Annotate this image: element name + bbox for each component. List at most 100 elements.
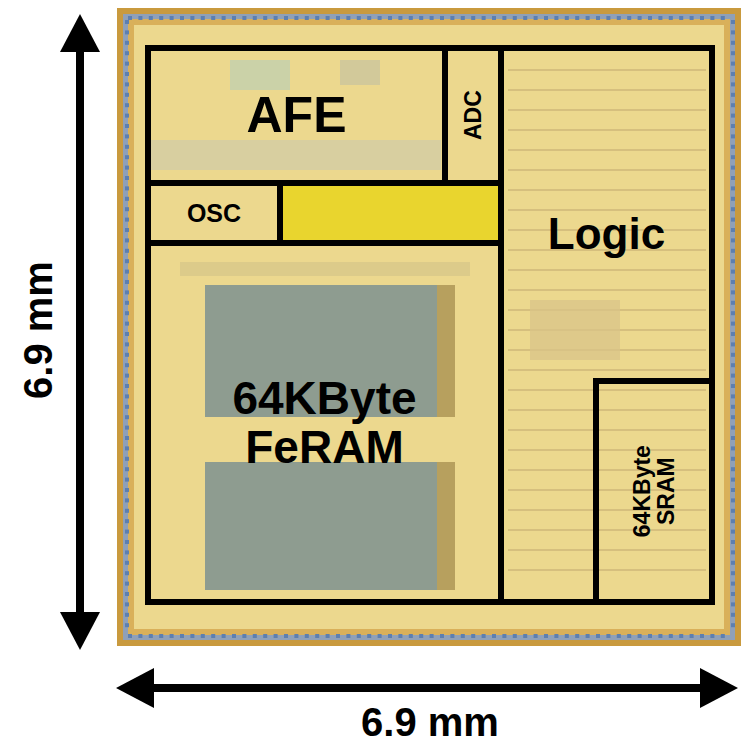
bond-pad [534,16,538,20]
bond-pad [731,488,735,492]
bond-pad [125,384,129,388]
bond-pad [731,509,735,513]
bond-pad [159,634,163,638]
bond-pad [731,197,735,201]
bond-pad [731,290,735,294]
bond-pad [125,623,129,627]
bond-pad [305,16,309,20]
bond-pad [523,16,527,20]
bond-pad [222,634,226,638]
bond-pad [523,634,527,638]
bond-pad [125,82,129,86]
bond-pad [679,16,683,20]
chip-block: OSC [145,180,283,246]
bond-pad [201,16,205,20]
bond-pad [211,16,215,20]
bond-pad [253,16,257,20]
bond-pad [731,134,735,138]
bond-pad [125,457,129,461]
bond-pad [731,519,735,523]
bond-pad [575,16,579,20]
die-core [134,25,724,629]
bond-pad [502,16,506,20]
bond-pad [731,62,735,66]
bond-pad [125,467,129,471]
bond-pad [125,280,129,284]
bond-pad [731,238,735,242]
bond-pad [305,634,309,638]
bond-pad [125,30,129,34]
bond-pad [648,16,652,20]
bond-pad [731,207,735,211]
bond-pad [731,311,735,315]
bond-pad [731,249,735,253]
bond-pad [731,613,735,617]
logic-stripe [508,529,706,531]
logic-texture [530,300,620,360]
bond-pad [440,634,444,638]
bond-pad [125,145,129,149]
bond-pad [125,62,129,66]
bond-pad [125,114,129,118]
bond-pad [138,634,142,638]
bond-pad [731,72,735,76]
bond-pad [731,623,735,627]
bond-pad [731,124,735,128]
block-label: 64KByte FeRAM [190,374,460,471]
bond-pad [125,602,129,606]
bond-pad [450,634,454,638]
bond-pad [346,16,350,20]
bond-pad [125,498,129,502]
afe-texture [151,140,441,170]
bond-pad [125,571,129,575]
block-label: OSC [187,200,241,226]
bond-pad [502,634,506,638]
bond-pad [284,634,288,638]
bond-pad [731,394,735,398]
bond-pad [336,16,340,20]
bond-pad [294,634,298,638]
bond-pad [731,20,735,24]
bond-pad [125,488,129,492]
bond-pad [125,249,129,253]
arrow-head [700,668,738,708]
bond-pad [710,16,714,20]
bond-pad [125,218,129,222]
seal-ring [128,19,730,635]
bond-pad [430,634,434,638]
arrow-head [60,612,100,650]
bond-pad [125,134,129,138]
bond-pad [346,634,350,638]
bond-pad [284,16,288,20]
bond-pad [125,446,129,450]
logic-stripe [508,109,706,111]
bond-pad [731,384,735,388]
bond-pad [565,16,569,20]
bond-pad [388,634,392,638]
bond-pad [125,342,129,346]
bond-pad [731,41,735,45]
bond-pad [731,259,735,263]
bond-pad [409,634,413,638]
bond-pad [482,16,486,20]
bond-pad [242,634,246,638]
bond-pad [710,634,714,638]
logic-stripe [508,289,706,291]
bond-pad [125,394,129,398]
bond-pad [125,228,129,232]
dimension-line [145,684,710,692]
bond-pad [627,634,631,638]
bond-pad [617,16,621,20]
bond-pad [731,446,735,450]
bond-pad [731,498,735,502]
bond-pad [125,509,129,513]
bond-pad [180,16,184,20]
logic-stripe [508,269,706,271]
bond-pad [669,634,673,638]
bond-pad [125,363,129,367]
chip-block: ADC [442,45,504,186]
bond-pad [125,415,129,419]
bond-pad [336,634,340,638]
bond-pad [326,16,330,20]
bond-pad [658,634,662,638]
